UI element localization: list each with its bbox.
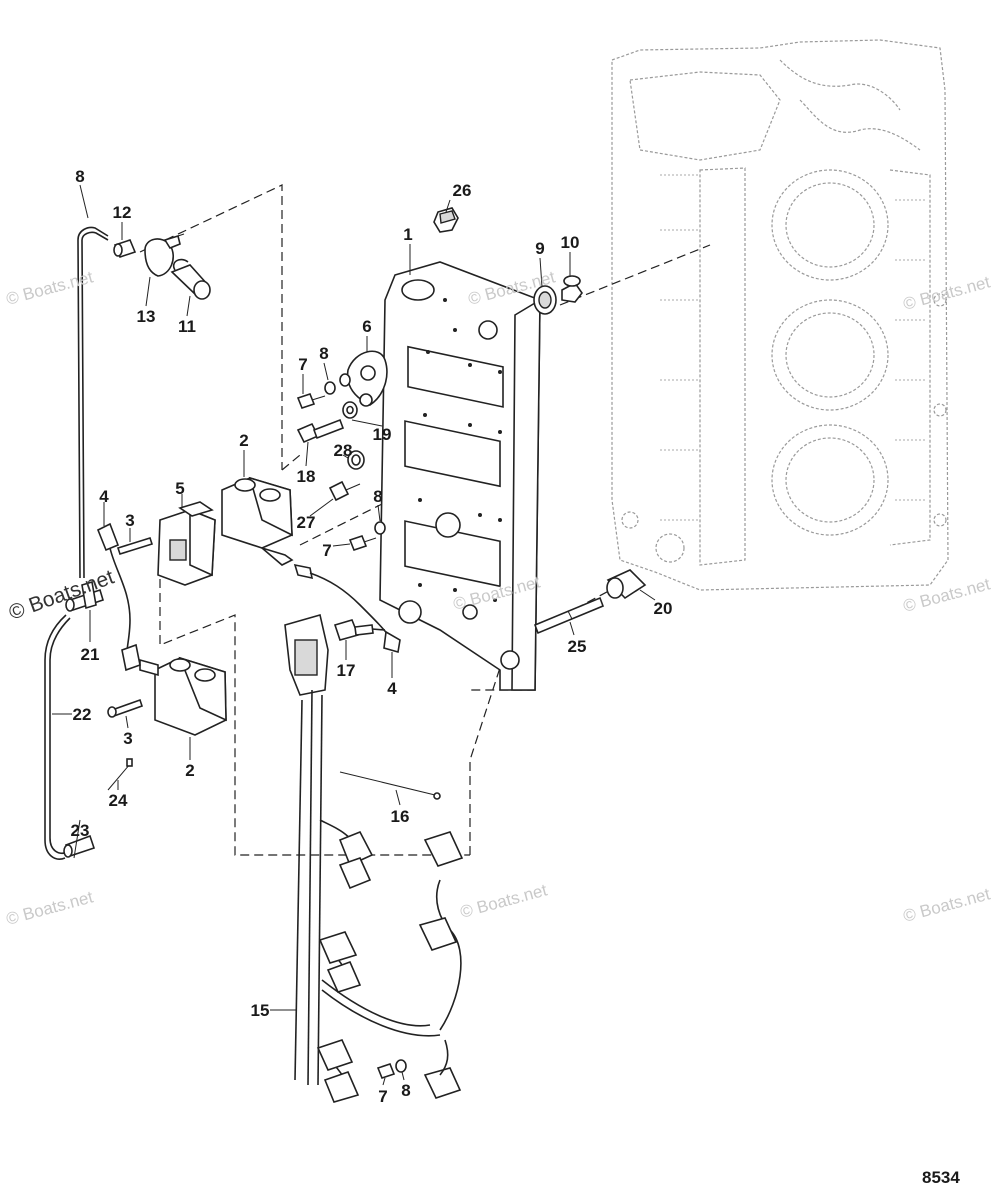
screw-7c xyxy=(376,1063,396,1079)
cable-tie-long xyxy=(339,771,441,800)
callout-6: 6 xyxy=(362,317,371,336)
watermark: © Boats.net xyxy=(901,574,992,615)
figure-number: 8534 xyxy=(922,1168,960,1187)
callout-4a: 4 xyxy=(99,487,109,506)
washer-8b xyxy=(374,521,386,535)
clamp xyxy=(144,233,185,277)
callout-12: 12 xyxy=(113,203,132,222)
callout-27: 27 xyxy=(297,513,316,532)
callout-28: 28 xyxy=(334,441,353,460)
callout-5: 5 xyxy=(175,479,184,498)
callout-7b: 7 xyxy=(322,541,331,560)
callout-8c: 8 xyxy=(401,1081,410,1100)
callout-7a: 7 xyxy=(298,355,307,374)
callout-24: 24 xyxy=(109,791,128,810)
bolt-18 xyxy=(296,418,345,444)
grommet xyxy=(533,285,557,315)
tee-fitting xyxy=(65,580,104,612)
spark-plug-wire xyxy=(96,522,141,672)
callout-25: 25 xyxy=(568,637,587,656)
watermark: © Boats.net xyxy=(901,884,992,925)
callout-3a: 3 xyxy=(125,511,134,530)
bolt-3a xyxy=(116,537,154,555)
watermark: © Boats.net xyxy=(458,880,549,921)
callout-2a: 2 xyxy=(239,431,248,450)
connector-clip xyxy=(433,207,459,233)
spark-plug-wire-lower xyxy=(293,563,401,654)
callout-8b: 8 xyxy=(373,487,382,506)
callout-14: 8 xyxy=(75,167,84,186)
callout-15: 15 xyxy=(251,1001,270,1020)
bolt-3b xyxy=(107,698,144,718)
screw-7b xyxy=(348,535,377,551)
hose-connector xyxy=(63,834,96,858)
sleeve-25 xyxy=(533,596,605,635)
callout-19: 19 xyxy=(373,425,392,444)
callout-18: 18 xyxy=(297,467,316,486)
callout-10: 10 xyxy=(561,233,580,252)
callout-23: 23 xyxy=(71,821,90,840)
screw-7a xyxy=(296,393,326,409)
temperature-sensor xyxy=(333,619,386,641)
callout-13: 13 xyxy=(137,307,156,326)
callout-21: 21 xyxy=(81,645,100,664)
bolt-27 xyxy=(328,480,361,502)
fitting-20 xyxy=(606,569,647,600)
callout-8a: 8 xyxy=(319,344,328,363)
sensor xyxy=(170,258,211,300)
ignition-coil-lower xyxy=(139,656,227,736)
sleeve xyxy=(561,275,583,303)
wiring-harness xyxy=(284,613,464,1103)
callout-22: 22 xyxy=(73,705,92,724)
sensor-bracket xyxy=(346,350,388,407)
callout-9: 9 xyxy=(535,239,544,258)
pressure-tube xyxy=(77,226,109,579)
vacuum-hose xyxy=(44,614,71,860)
callout-4b: 4 xyxy=(387,679,397,698)
callout-2b: 2 xyxy=(185,761,194,780)
callout-1: 1 xyxy=(403,225,412,244)
ignition-coil-upper xyxy=(221,476,294,566)
callout-labels: 8 12 13 11 26 1 9 10 6 8 7 19 18 28 27 8… xyxy=(71,167,673,1106)
washer-8c xyxy=(395,1059,407,1073)
callout-11: 11 xyxy=(178,317,196,336)
washer-8a xyxy=(324,373,351,395)
callout-16: 16 xyxy=(391,807,410,826)
callout-7c: 7 xyxy=(378,1087,387,1106)
callout-20: 20 xyxy=(654,599,673,618)
elbow-fitting xyxy=(113,239,137,258)
callout-3b: 3 xyxy=(123,729,132,748)
cable-tie xyxy=(107,758,133,791)
ignition-module xyxy=(157,501,216,586)
washer-19 xyxy=(342,401,358,419)
mounting-plate xyxy=(379,261,541,691)
leader-lines xyxy=(52,184,656,1086)
callout-17: 17 xyxy=(337,661,356,680)
callout-26: 26 xyxy=(453,181,472,200)
o-ring-28 xyxy=(347,450,365,470)
engine-block-ghost xyxy=(611,39,949,591)
watermark: © Boats.net xyxy=(4,887,95,928)
